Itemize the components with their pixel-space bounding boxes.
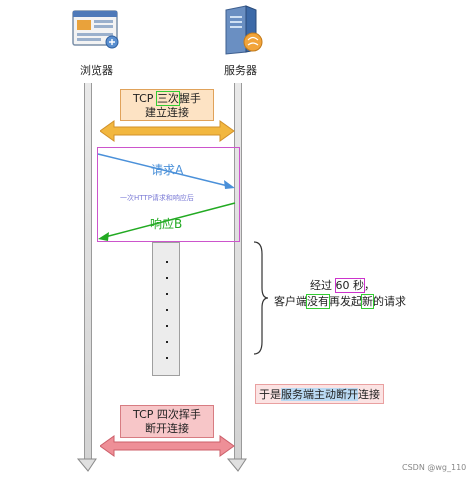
idle-dot: [166, 341, 168, 343]
wait-duration: 60 秒: [334, 278, 365, 293]
wait-request: 的请求: [373, 295, 406, 308]
wave-arrow: [100, 435, 235, 457]
idle-period-column: [152, 242, 180, 376]
wait-note: 经过 60 秒， 客户端没有再发起新的请求: [274, 278, 406, 310]
watermark: CSDN @wg_110: [402, 463, 467, 472]
wait-no: 没有: [306, 294, 330, 309]
request-arrow: [97, 153, 235, 189]
server-lifeline: [234, 83, 242, 461]
wait-suffix: ，: [364, 279, 375, 292]
close-note: 于是服务端主动断开连接: [255, 384, 384, 404]
close-prefix: 于是: [259, 388, 281, 401]
wave-line2: 断开连接: [145, 422, 189, 435]
idle-brace: [253, 241, 269, 355]
server-lifeline-arrowhead: [226, 458, 247, 472]
close-suffix: 连接: [358, 388, 380, 401]
idle-dot: [166, 261, 168, 263]
wait-client: 客户端: [274, 295, 307, 308]
browser-lifeline: [84, 83, 92, 461]
browser-label: 浏览器: [80, 64, 113, 77]
handshake-suffix: 握手: [178, 92, 201, 105]
server-label: 服务器: [224, 64, 257, 77]
handshake-line2: 建立连接: [145, 106, 189, 119]
wait-again: 再发起: [329, 295, 362, 308]
response-arrow: [98, 202, 236, 241]
idle-dot: [166, 277, 168, 279]
handshake-box: TCP 三次握手 建立连接: [120, 89, 214, 121]
http-exchange-frame: [97, 147, 240, 242]
idle-dot: [166, 309, 168, 311]
server-icon: [222, 4, 266, 56]
wave-line1: TCP 四次挥手: [133, 408, 201, 421]
idle-dot: [166, 357, 168, 359]
handshake-arrow: [100, 120, 235, 142]
wave-box: TCP 四次挥手 断开连接: [120, 405, 214, 438]
idle-dot: [166, 293, 168, 295]
wait-new: 新: [361, 294, 374, 309]
handshake-highlight: 三次: [155, 91, 180, 106]
exchange-note: 一次HTTP请求和响应后: [120, 194, 194, 202]
request-label: 请求A: [151, 163, 184, 177]
handshake-prefix: TCP: [133, 92, 157, 105]
wait-prefix: 经过: [310, 279, 336, 292]
browser-lifeline-arrowhead: [76, 458, 97, 472]
response-label: 响应B: [150, 217, 183, 231]
idle-dot: [166, 325, 168, 327]
close-highlight: 服务端主动断开: [281, 388, 358, 401]
browser-icon: [72, 10, 122, 52]
